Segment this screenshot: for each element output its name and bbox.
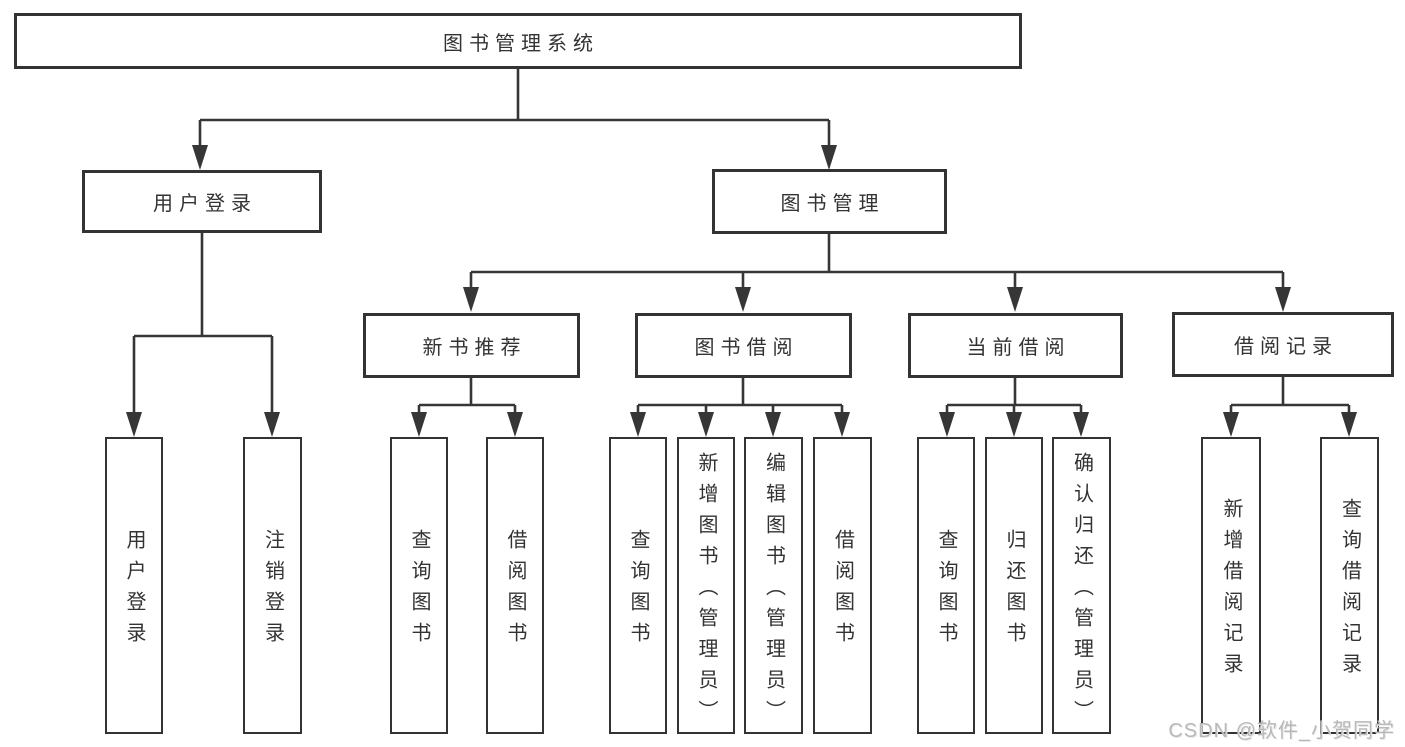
node-leaf-query-books-1: 查询图书 (390, 437, 448, 734)
node-library-management-system: 图书管理系统 (14, 13, 1022, 69)
node-leaf-borrow-books-1: 借阅图书 (486, 437, 544, 734)
node-label: 编辑图书（管理员） (762, 451, 785, 731)
node-leaf-user-login: 用户登录 (105, 437, 163, 734)
node-current-borrowing: 当前借阅 (908, 313, 1123, 378)
node-label: 归还图书 (1003, 529, 1025, 653)
node-leaf-borrow-books-2: 借阅图书 (813, 437, 872, 734)
node-label: 查询借阅记录 (1338, 498, 1361, 684)
node-leaf-query-borrow-record: 查询借阅记录 (1320, 437, 1379, 734)
node-label: 借阅记录 (1234, 336, 1338, 358)
node-label: 新增借阅记录 (1220, 498, 1242, 684)
node-leaf-query-books-2: 查询图书 (609, 437, 667, 734)
csdn-watermark: CSDN @软件_小贺同学 (1168, 720, 1395, 742)
node-leaf-logout: 注销登录 (243, 437, 302, 734)
node-label: 新增图书（管理员） (695, 451, 717, 731)
node-borrowing-records: 借阅记录 (1172, 312, 1394, 377)
node-user-login: 用户登录 (82, 170, 322, 233)
node-label: 用户登录 (123, 529, 145, 653)
node-leaf-edit-books-admin: 编辑图书（管理员） (744, 437, 803, 734)
node-label: 借阅图书 (831, 529, 854, 653)
node-book-borrowing: 图书借阅 (635, 313, 852, 378)
node-label: 图书借阅 (694, 337, 799, 359)
node-label: 图书管理系统 (443, 32, 599, 55)
node-label: 注销登录 (261, 529, 284, 653)
node-new-book-recommend: 新书推荐 (363, 313, 580, 378)
node-label: 查询图书 (627, 529, 649, 653)
node-leaf-query-books-3: 查询图书 (917, 437, 975, 734)
node-label: 借阅图书 (504, 529, 526, 653)
node-label: 当前借阅 (966, 337, 1071, 359)
node-label: 查询图书 (935, 529, 957, 653)
node-label: 确认归还（管理员） (1070, 451, 1093, 731)
node-leaf-add-borrow-record: 新增借阅记录 (1201, 437, 1261, 734)
node-label: 用户登录 (153, 193, 257, 215)
node-book-management: 图书管理 (712, 169, 947, 234)
node-leaf-return-books: 归还图书 (985, 437, 1043, 734)
node-label: 新书推荐 (422, 337, 527, 359)
node-label: 查询图书 (408, 529, 430, 653)
node-label: 图书管理 (780, 193, 885, 215)
node-leaf-confirm-return-admin: 确认归还（管理员） (1052, 437, 1111, 734)
node-leaf-add-books-admin: 新增图书（管理员） (677, 437, 735, 734)
